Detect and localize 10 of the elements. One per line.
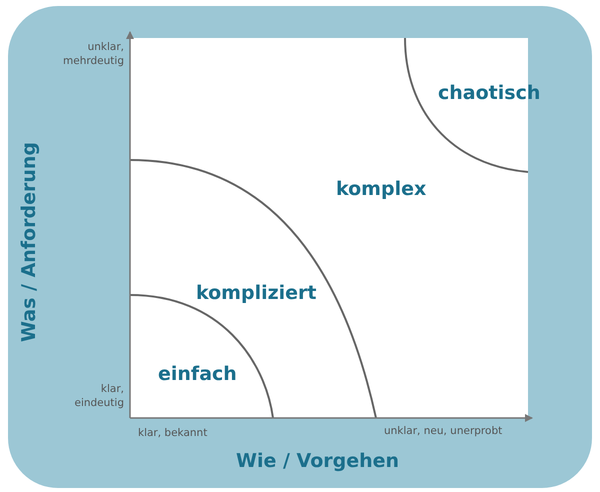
region-label: komplex (336, 178, 426, 200)
axis-tick-label: klar, eindeutig (73, 382, 124, 410)
axis-title: Was / Anforderung (18, 142, 40, 342)
region-label: kompliziert (196, 282, 317, 304)
axis-tick-label: unklar, neu, unerprobt (384, 424, 502, 438)
region-label: chaotisch (438, 82, 540, 104)
axis-tick-label: klar, bekannt (138, 426, 208, 440)
region-label: einfach (158, 363, 237, 385)
axis-tick-label: unklar, mehrdeutig (62, 40, 124, 68)
axis-title: Wie / Vorgehen (236, 450, 400, 472)
